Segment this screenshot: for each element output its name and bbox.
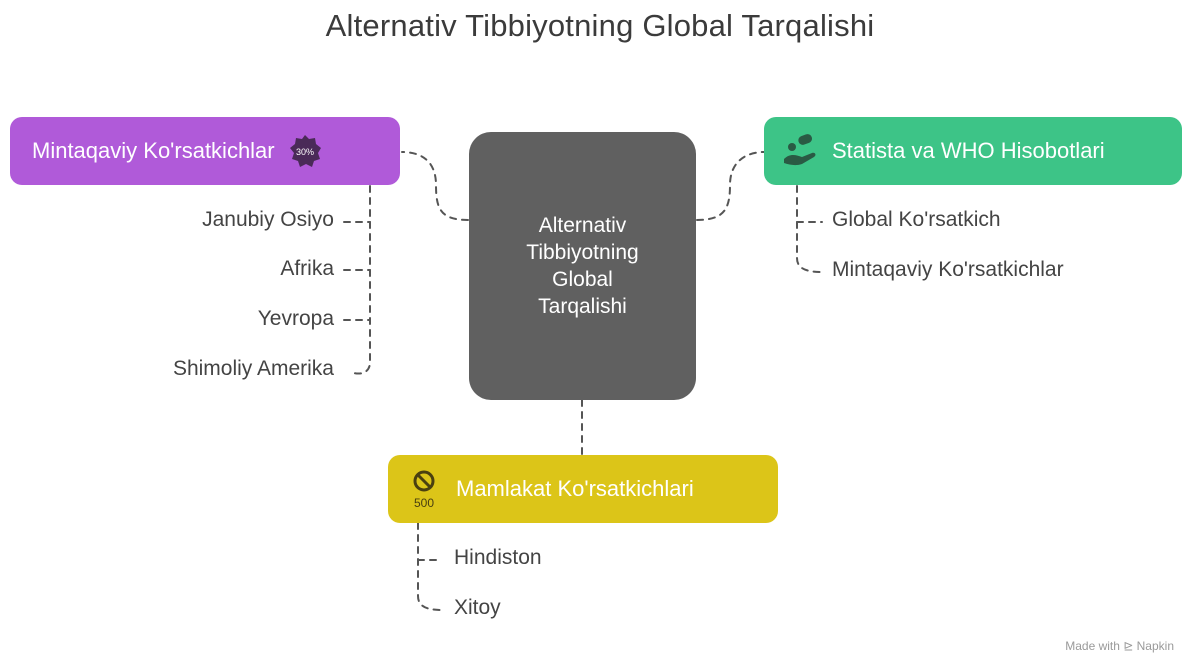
country-item-xitoy: Xitoy — [454, 596, 501, 619]
regional-indicators-node: Mintaqaviy Ko'rsatkichlar 30% — [10, 117, 400, 185]
country-indicators-node: 500 Mamlakat Ko'rsatkichlari — [388, 455, 778, 523]
svg-text:500: 500 — [414, 496, 434, 510]
reports-label: Statista va WHO Hisobotlari — [832, 138, 1105, 163]
regional-item-shimoliy-amerika: Shimoliy Amerika — [172, 357, 334, 380]
country-indicators-label: Mamlakat Ko'rsatkichlari — [456, 476, 694, 501]
reports-item-global: Global Ko'rsatkich — [832, 208, 1001, 231]
regional-item-janubiy-osiyo: Janubiy Osiyo — [202, 208, 334, 231]
regional-item-afrika: Afrika — [280, 257, 334, 280]
center-node-label: Alternativ Tibbiyotning Global Tarqalish… — [526, 214, 639, 318]
diagram-title: Alternativ Tibbiyotning Global Tarqalish… — [325, 8, 875, 43]
regional-item-yevropa: Yevropa — [257, 307, 334, 330]
country-item-hindiston: Hindiston — [454, 546, 542, 569]
reports-item-regional: Mintaqaviy Ko'rsatkichlar — [832, 258, 1064, 281]
connector-center-to-regional — [401, 151, 469, 221]
connector-center-to-reports — [696, 151, 765, 221]
no-sign-500-icon: 500 — [406, 465, 442, 513]
connector-reports-trunk — [796, 185, 823, 273]
center-node: Alternativ Tibbiyotning Global Tarqalish… — [469, 132, 696, 400]
hand-pill-icon — [780, 131, 820, 171]
connector-regional-trunk — [349, 185, 371, 375]
svg-text:30%: 30% — [296, 147, 314, 157]
percent-badge-icon: 30% — [287, 133, 323, 169]
reports-node: Statista va WHO Hisobotlari — [764, 117, 1182, 185]
regional-indicators-label: Mintaqaviy Ko'rsatkichlar — [32, 138, 275, 163]
napkin-watermark: Made with ⊵ Napkin — [1065, 639, 1174, 653]
connector-country-trunk — [417, 522, 443, 611]
